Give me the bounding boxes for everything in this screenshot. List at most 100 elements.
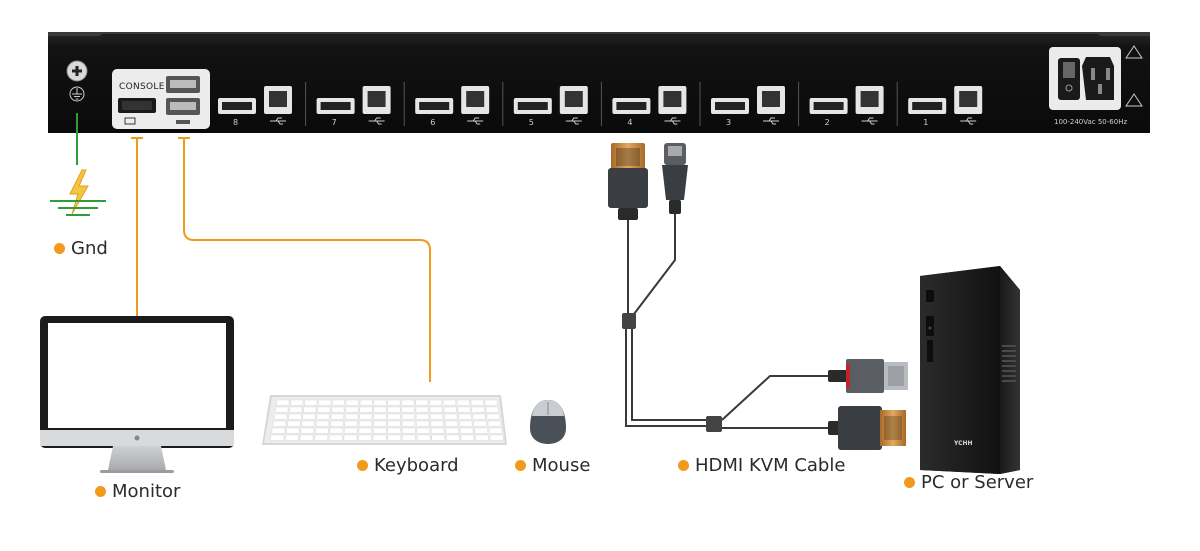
keyboard-key (289, 406, 303, 413)
keyboard-key (457, 406, 471, 413)
keyboard-key (330, 420, 344, 427)
power-rating-label: 100-240Vac 50-60Hz (1054, 118, 1128, 126)
keyboard-key (415, 399, 429, 406)
keyboard-key (373, 427, 387, 434)
ground-connection (50, 113, 106, 216)
keyboard-key (302, 413, 316, 420)
keyboard-key (459, 420, 473, 427)
port-number-label: 3 (726, 118, 732, 127)
keyboard-key (373, 434, 387, 441)
keyboard-label: Keyboard (357, 455, 459, 476)
kvm-rear-panel (48, 32, 1150, 133)
keyboard-key (387, 427, 401, 434)
pc-tower-illustration (920, 266, 1020, 474)
power-inlet (1049, 45, 1143, 110)
keyboard-key (401, 406, 415, 413)
port-number-label: 5 (528, 118, 534, 127)
keyboard-key (314, 434, 328, 441)
usb-symbol-icon (960, 117, 977, 125)
keyboard-key (275, 406, 289, 413)
keyboard-key (358, 434, 372, 441)
keyboard-key (285, 434, 299, 441)
computer-port-group (798, 82, 884, 126)
keyboard-key (359, 399, 373, 406)
computer-port-group (600, 82, 687, 126)
keyboard-key (443, 399, 456, 406)
keyboard-key (457, 399, 470, 406)
monitor-illustration (40, 316, 234, 473)
usb-symbol-icon (565, 117, 582, 125)
gnd-label: Gnd (54, 238, 108, 259)
keyboard-illustration (262, 395, 507, 445)
keyboard-key (474, 427, 488, 434)
keyboard-key (460, 427, 474, 434)
keyboard-key (271, 427, 286, 434)
computer-port-groups (218, 82, 983, 126)
keyboard-key (329, 427, 343, 434)
keyboard-key (358, 427, 372, 434)
keyboard-key (473, 420, 487, 427)
port-number-label: 4 (627, 118, 633, 127)
keyboard-key (475, 434, 489, 441)
keyboard-key (359, 413, 373, 420)
keyboard-key (332, 399, 345, 406)
usb-symbol-icon (861, 117, 878, 125)
keyboard-key (486, 413, 500, 420)
keyboard-key (471, 406, 485, 413)
keyboard-key (345, 413, 359, 420)
keyboard-key (329, 434, 343, 441)
keyboard-key (460, 434, 475, 441)
keyboard-key (490, 434, 504, 441)
keyboard-key (316, 420, 330, 427)
keyboard-key (429, 406, 443, 413)
keyboard-key (299, 434, 314, 441)
keyboard-key (344, 427, 358, 434)
port-number-label: 1 (923, 118, 929, 127)
keyboard-key (287, 420, 301, 427)
pc-or-server-label-text: PC or Server (921, 472, 1034, 493)
computer-port-group (305, 82, 391, 126)
computer-port-group (896, 82, 983, 126)
usb-symbol-icon (368, 117, 385, 125)
keyboard-key (288, 413, 302, 420)
keyboard-key (346, 399, 359, 406)
hdmi-kvm-cable-label: HDMI KVM Cable (678, 455, 845, 476)
port-number-label: 6 (430, 118, 436, 127)
bullet-dot-icon (95, 486, 106, 497)
keyboard-key (431, 427, 445, 434)
keyboard-key (345, 406, 359, 413)
usb-symbol-icon (664, 117, 681, 125)
keyboard-key (488, 427, 503, 434)
computer-port-group (699, 82, 785, 126)
keyboard-key (373, 420, 387, 427)
keyboard-key (416, 434, 431, 441)
keyboard-key (373, 399, 387, 406)
pc-brand-label: YCHH (954, 440, 973, 447)
keyboard-key (485, 406, 499, 413)
keyboard-key (344, 420, 358, 427)
bullet-dot-icon (678, 460, 689, 471)
keyboard-key (274, 413, 288, 420)
keyboard-key (301, 420, 315, 427)
keyboard-key (401, 399, 415, 406)
keyboard-key (387, 420, 401, 427)
keyboard-key (401, 413, 415, 420)
mouse-label: Mouse (515, 455, 590, 476)
keyboard-key (402, 434, 416, 441)
ground-screw-icon (66, 60, 88, 102)
bullet-dot-icon (904, 477, 915, 488)
keyboard-key (387, 434, 401, 441)
gnd-label-text: Gnd (71, 238, 108, 259)
mouse-illustration (530, 400, 566, 444)
keyboard-key (430, 420, 444, 427)
keyboard-key (273, 420, 287, 427)
keyboard-key (487, 420, 502, 427)
keyboard-key (484, 399, 498, 406)
keyboard-key (304, 399, 318, 406)
usb-symbol-icon (270, 117, 286, 125)
keyboard-key (318, 399, 331, 406)
keyboard-key (316, 413, 330, 420)
keyboard-key (402, 427, 416, 434)
keyboard-key (470, 399, 484, 406)
